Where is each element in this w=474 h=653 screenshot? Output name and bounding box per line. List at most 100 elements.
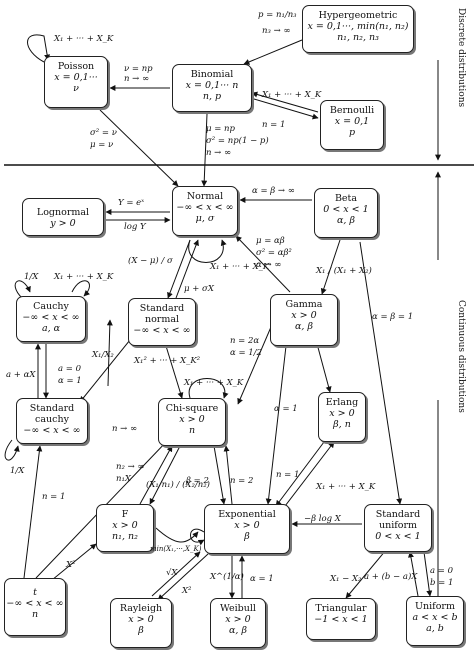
node-uniform: Uniform a < x < b a, b xyxy=(406,596,464,646)
edge-label: 1/X xyxy=(24,272,39,282)
node-title: Standard uniform xyxy=(375,509,421,531)
edge-gamma-chisq xyxy=(237,319,275,405)
edge-f-exp xyxy=(155,527,199,543)
edge-label: X₁ + ··· + X_K xyxy=(210,262,270,272)
node-title: Binomial xyxy=(190,69,234,80)
edge-label: X₁/X₂ xyxy=(92,350,114,360)
edge-label: α → ∞ xyxy=(256,260,282,270)
node-title: Gamma xyxy=(285,299,323,310)
node-support: y > 0 xyxy=(50,218,76,229)
edge-normal-stdnorm xyxy=(167,239,191,299)
node-support: a < x < b xyxy=(412,612,458,623)
node-params: n, p xyxy=(202,91,222,102)
edge-bernoulli-binomial-1 xyxy=(251,91,319,113)
edge-label: n → ∞ xyxy=(112,424,138,434)
node-support: 0 < x < 1 xyxy=(323,204,369,215)
node-support: x = 0,1··· n xyxy=(185,80,239,91)
node-title: Standard cauchy xyxy=(29,403,75,425)
edge-label: X₁ + ··· + X_K xyxy=(184,378,244,388)
edge-beta-stdunif xyxy=(359,241,403,505)
edge-label: n = 1 xyxy=(262,120,286,130)
node-params: a, b xyxy=(426,623,444,634)
node-params: n₁, n₂ xyxy=(112,531,138,542)
edge-label: σ² = np(1 − p) xyxy=(206,136,269,146)
edge-rayleigh-exp xyxy=(151,551,201,597)
edge-label: σ² = αβ² xyxy=(256,248,292,258)
node-support: x > 0 xyxy=(112,520,138,531)
node-params: α, β xyxy=(295,321,313,332)
node-title: Triangular xyxy=(315,603,367,614)
node-bernoulli: Bernoulli x = 0,1 p xyxy=(320,100,384,150)
node-params: μ, σ xyxy=(195,213,215,224)
edge-stdnorm-stdcauchy xyxy=(79,339,131,403)
node-lognormal: Lognormal y > 0 xyxy=(22,198,104,236)
edge-label: X₁ + ··· + X_K xyxy=(54,272,114,282)
edge-gamma-normal xyxy=(235,235,291,293)
edge-label: α = β = 1 xyxy=(372,312,414,322)
node-title: Normal xyxy=(186,191,224,202)
edge-exp-chisq xyxy=(223,445,233,505)
edge-label: X₁ / (X₁ + X₂) xyxy=(316,266,372,276)
edge-stdunif-unif xyxy=(423,551,433,597)
node-title: F xyxy=(121,509,129,520)
edge-chisq-normal xyxy=(106,319,113,387)
node-params: n xyxy=(31,609,39,620)
node-beta: Beta 0 < x < 1 α, β xyxy=(314,188,378,238)
edge-label: n → ∞ xyxy=(124,74,150,84)
edge-label: a = 0 xyxy=(430,566,454,576)
node-support: 0 < x < 1 xyxy=(375,531,421,542)
edge-label: n₂ → ∞ xyxy=(116,462,145,472)
node-support: x > 0 xyxy=(234,520,260,531)
edge-label: μ = αβ xyxy=(256,236,285,246)
node-chi-square: Chi-square x > 0 n xyxy=(158,398,226,446)
edge-label: √X xyxy=(166,568,178,578)
node-support: −∞ < x < ∞ xyxy=(176,202,234,213)
node-support: x > 0 xyxy=(329,408,355,419)
node-support: x = 0,1 xyxy=(334,116,370,127)
edge-t-f xyxy=(51,543,97,581)
edge-label: (X₁/n₁) / (X₂/n₂) xyxy=(146,480,210,490)
node-f: F x > 0 n₁, n₂ xyxy=(96,504,154,552)
edge-label: X₁ + ··· + X_K xyxy=(54,34,114,44)
node-title: Rayleigh xyxy=(119,603,163,614)
node-support: −∞ < x < ∞ xyxy=(133,325,191,336)
node-title: Erlang xyxy=(325,397,359,408)
edge-label: μ = np xyxy=(206,124,235,134)
edge-label: X₁ − X₂ xyxy=(330,574,362,584)
edge-label: ν = np xyxy=(124,64,153,74)
node-title: t xyxy=(33,587,37,598)
node-title: Weibull xyxy=(220,603,256,614)
edge-label: min(X₁,···,X_K) xyxy=(150,545,202,553)
edge-label: −β log X xyxy=(304,514,341,524)
node-triangular: Triangular −1 < x < 1 xyxy=(306,598,376,640)
edge-label: α = 1 xyxy=(250,574,274,584)
edge-label: μ = ν xyxy=(90,140,114,150)
loop-cauchy-sum xyxy=(71,280,90,297)
edge-label: μ + σX xyxy=(184,284,214,294)
edge-gamma-erlang xyxy=(315,339,332,393)
edge-exp-erlang xyxy=(281,441,335,511)
node-support: −∞ < x < ∞ xyxy=(22,312,80,323)
node-title: Hypergeometric xyxy=(318,10,398,21)
node-params: α, β xyxy=(229,625,247,636)
edge-label: α = 1 xyxy=(274,404,298,414)
node-normal: Normal −∞ < x < ∞ μ, σ xyxy=(172,186,238,236)
edge-label: σ² = ν xyxy=(90,128,117,138)
node-support: x = 0,1··· xyxy=(54,72,98,83)
node-support: x > 0 xyxy=(179,414,205,425)
loop-normal xyxy=(188,239,227,263)
edge-label: α = β → ∞ xyxy=(252,186,295,196)
edge-label: n = 1 xyxy=(276,470,300,480)
edge-label: X^(1/α) xyxy=(210,572,244,582)
loop-stdcauchy xyxy=(4,439,20,461)
edge-label: Y = eˣ xyxy=(118,198,145,208)
edge-exp-rayleigh xyxy=(157,553,209,601)
edge-label: n = 2α xyxy=(230,336,260,346)
edge-t-stdcauchy xyxy=(23,445,43,579)
node-title: Bernoulli xyxy=(329,105,375,116)
edge-poisson-normal xyxy=(99,109,179,187)
edge-label: a + (b − a)X xyxy=(364,572,418,582)
node-title: Beta xyxy=(334,193,358,204)
node-params: p xyxy=(348,127,356,138)
node-standard-uniform: Standard uniform 0 < x < 1 xyxy=(364,504,432,552)
